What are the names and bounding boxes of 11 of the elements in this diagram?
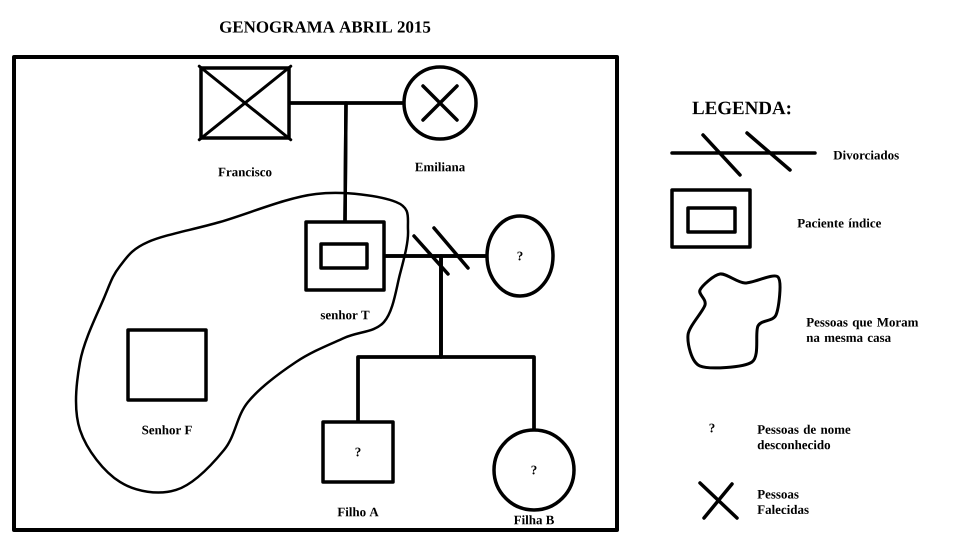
- connector-line: [343, 101, 404, 222]
- legend-label: Pessoas Falecidas: [757, 490, 809, 514]
- legend-label: Paciente índice: [797, 218, 882, 228]
- title: GENOGRAMA ABRIL 2015: [220, 21, 430, 33]
- legend-heading: LEGENDA:: [692, 102, 790, 114]
- legend-label: Pessoas que Moram na mesma casa: [806, 318, 918, 342]
- connector-line: [439, 254, 536, 430]
- household-outline: [74, 192, 410, 494]
- legend-label: Pessoas de nome desconhecido: [757, 424, 850, 450]
- question-mark: ?: [710, 424, 714, 432]
- legend-label: Divorciados: [833, 150, 899, 160]
